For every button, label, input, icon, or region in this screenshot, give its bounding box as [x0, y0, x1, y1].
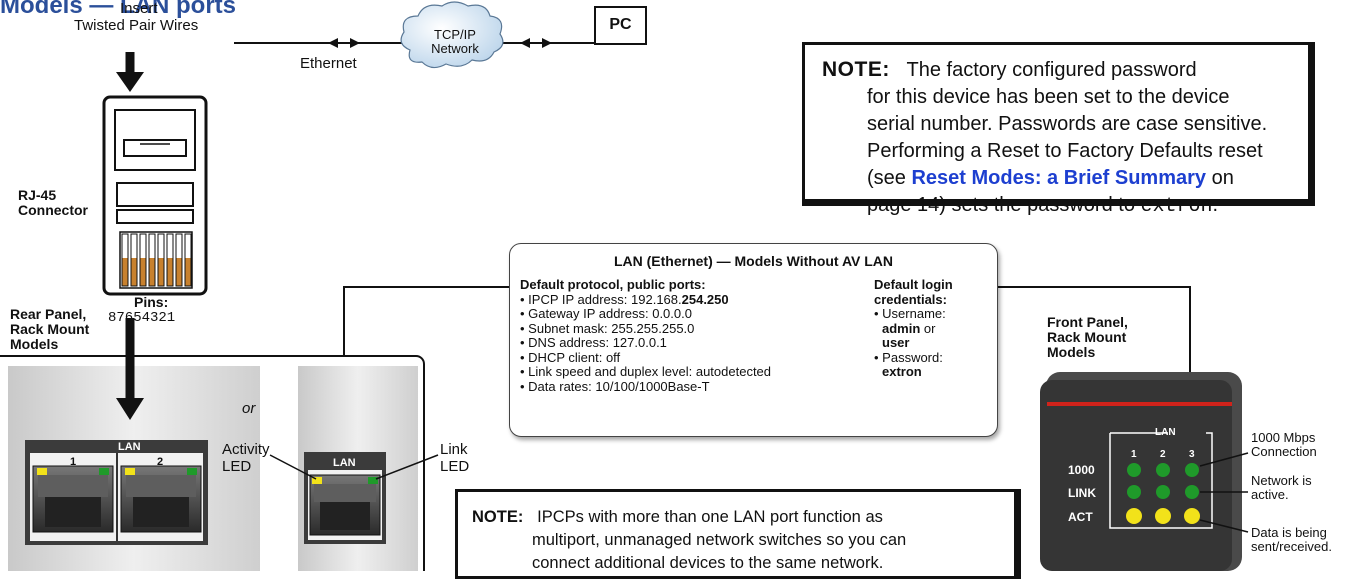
- led-link-port1: [1127, 485, 1141, 499]
- port-1-label: 1: [70, 456, 77, 468]
- insert-label: Insert: [120, 0, 158, 17]
- front-lan-label: LAN: [1155, 427, 1176, 438]
- link-led: [99, 468, 109, 475]
- pc-box: PC: [594, 6, 647, 45]
- lan-box-credentials: Default login credentials: • Username: a…: [874, 277, 953, 379]
- down-arrow-icon: [116, 398, 144, 420]
- note-keyword: NOTE:: [822, 58, 890, 81]
- led-link-port2: [1156, 485, 1170, 499]
- lan-port-single-jack: [309, 474, 381, 536]
- ethernet-label: Ethernet: [300, 55, 357, 72]
- lan-port-2-jack: [120, 465, 202, 533]
- lan-box-defaults: Default protocol, public ports: • IPCP I…: [520, 277, 772, 394]
- link-led: [187, 468, 197, 475]
- led-1000-port1: [1127, 463, 1141, 477]
- led-act-port1: [1126, 508, 1142, 524]
- down-arrow-icon: [116, 72, 144, 92]
- led-act-port2: [1155, 508, 1171, 524]
- lan-block-label: LAN: [118, 441, 141, 453]
- row-link-label: LINK: [1068, 486, 1096, 500]
- front-port-2: 2: [1160, 449, 1166, 460]
- multiport-note: NOTE: IPCPs with more than one LAN port …: [455, 489, 1021, 579]
- network-cloud-icon: [400, 1, 504, 69]
- led-link-port3: [1185, 485, 1199, 499]
- twisted-pair-label: Twisted Pair Wires: [74, 17, 199, 34]
- page-title: Models — LAN ports: [0, 0, 237, 19]
- reset-modes-link[interactable]: Reset Modes: a Brief Summary: [911, 167, 1207, 189]
- front-panel: [1040, 372, 1242, 571]
- pins-value: 87654321: [108, 310, 176, 326]
- activity-led: [37, 468, 47, 475]
- row-act-label: ACT: [1068, 510, 1093, 524]
- led-1000-port3: [1185, 463, 1199, 477]
- lan-port-1-jack: [32, 465, 114, 533]
- note-keyword: NOTE:: [472, 508, 524, 526]
- activity-led: [125, 468, 135, 475]
- or-text: or: [242, 400, 256, 417]
- lan-single-label: LAN: [333, 457, 356, 469]
- lan-box-heading: LAN (Ethernet) — Models Without AV LAN: [613, 253, 894, 269]
- pins-label: Pins:: [134, 294, 169, 310]
- led-act-port3: [1184, 508, 1200, 524]
- rj45-connector-icon: [102, 95, 208, 296]
- front-port-1: 1: [1131, 449, 1137, 460]
- rear-panel-outline: [0, 355, 425, 571]
- bidirectional-arrow-icon: [520, 38, 552, 48]
- password-note: NOTE: The factory configured password fo…: [802, 42, 1315, 218]
- row-1000-label: 1000: [1068, 463, 1095, 477]
- bidirectional-arrow-icon: [328, 38, 360, 48]
- link-led: [368, 477, 378, 484]
- led-1000-port2: [1156, 463, 1170, 477]
- activity-led: [312, 477, 322, 484]
- lan-defaults-box: LAN (Ethernet) — Models Without AV LAN D…: [509, 243, 998, 437]
- port-2-label: 2: [157, 456, 164, 468]
- front-port-3: 3: [1189, 449, 1195, 460]
